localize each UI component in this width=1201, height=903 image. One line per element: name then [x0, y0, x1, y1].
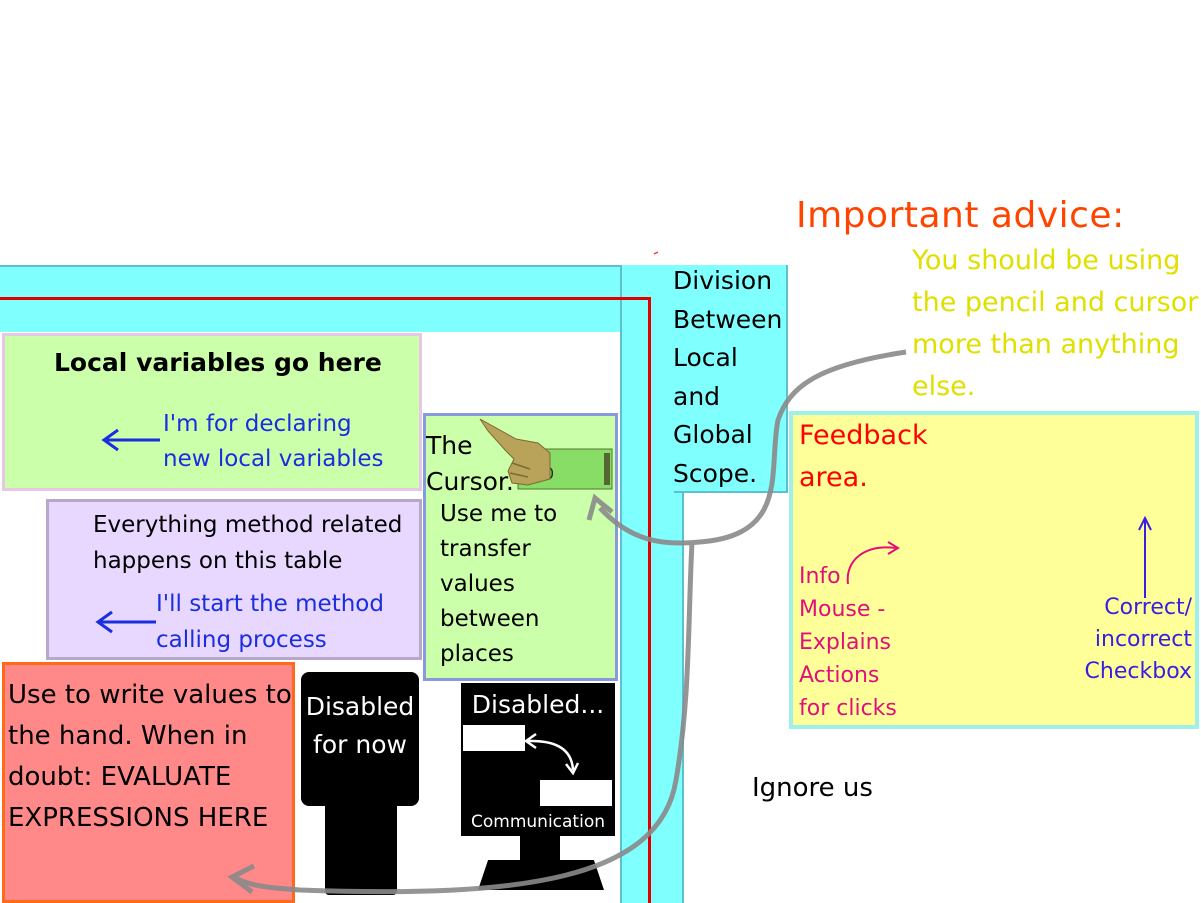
info-mouse-label: Info Mouse - Explains Actions for clicks: [799, 564, 897, 721]
method-table-title: Everything method related happens on thi…: [93, 512, 403, 574]
disabled-tool-left-stem: [325, 800, 397, 895]
pointing-hand-icon[interactable]: 0: [478, 413, 614, 493]
stray-mark: [653, 251, 659, 255]
local-variables-title: Local variables go here: [54, 348, 382, 377]
division-label: Division Between Local and Global Scope.: [673, 266, 783, 488]
ignore-label: Ignore us: [752, 773, 873, 803]
method-table-description: I'll start the method calling process: [156, 591, 384, 653]
disabled-right-label: Disabled...: [471, 690, 605, 719]
disabled-monitor-base: [478, 860, 604, 890]
disabled-left-label: Disabled for now: [305, 692, 415, 759]
feedback-title: Feedback area.: [799, 420, 928, 493]
communication-box-right: [540, 780, 612, 806]
local-variables-panel[interactable]: [2, 333, 422, 491]
advice-title: Important advice:: [796, 195, 1125, 236]
disabled-monitor-neck: [520, 833, 560, 863]
advice-text: You should be using the pencil and curso…: [912, 245, 1199, 402]
local-variables-description: I'm for declaring new local variables: [163, 411, 384, 472]
communication-label: Communication: [471, 812, 605, 832]
scope-line-horizontal: [0, 297, 651, 300]
scope-line-vertical: [648, 297, 651, 903]
evaluate-description: Use to write values to the hand. When in…: [8, 680, 292, 833]
cursor-description: Use me to transfer values between places: [440, 501, 558, 667]
cursor-title: The Cursor.: [426, 431, 514, 496]
communication-box-left: [463, 725, 525, 751]
correct-checkbox-label: Correct/ incorrect Checkbox: [1084, 595, 1192, 684]
